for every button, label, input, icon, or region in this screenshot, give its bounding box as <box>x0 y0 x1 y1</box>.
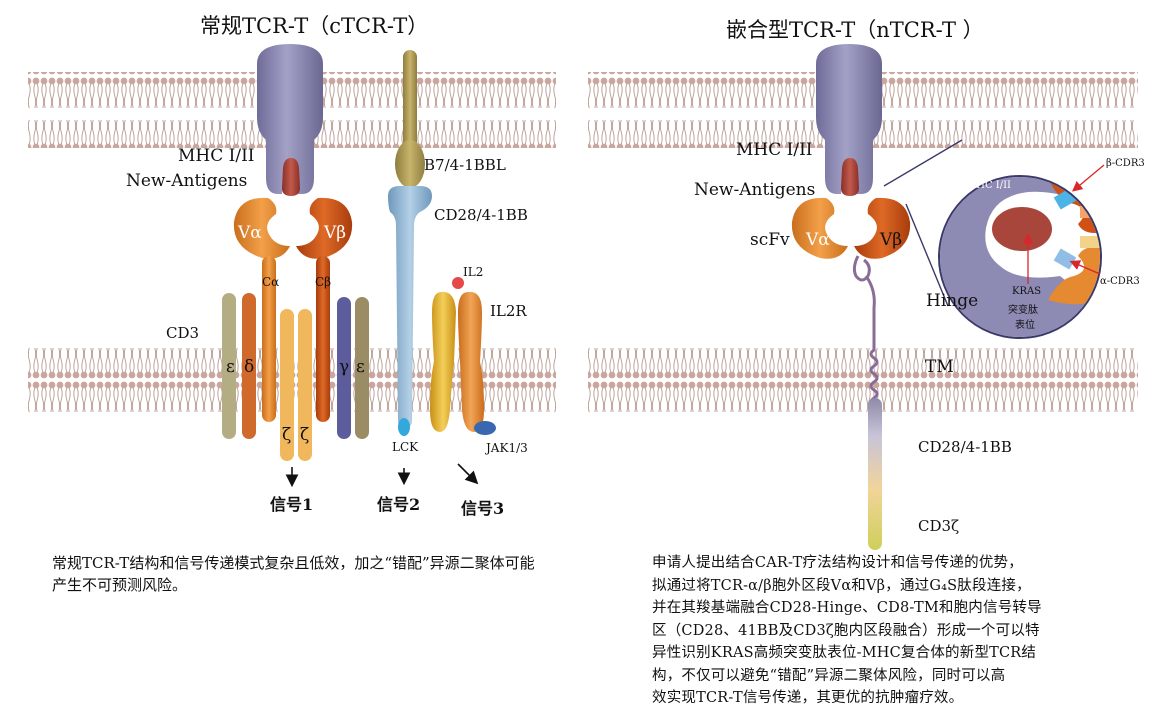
label-mhc-left: MHC I/II <box>178 146 255 166</box>
label-il2r: IL2R <box>490 302 527 320</box>
label-scfv: scFv <box>750 230 790 250</box>
cd3-gamma-chain <box>337 297 351 439</box>
inset-label-mhc: MHC I/II <box>966 180 1012 191</box>
description-line: 并在其羧基端融合CD28-Hinge、CD8-TM和胞内信号转导 <box>652 600 1042 616</box>
label-il2: IL2 <box>463 265 484 279</box>
jak-kinase <box>474 421 496 435</box>
cd3-epsilon-chain-1 <box>222 293 236 439</box>
hinge-linker <box>864 275 876 345</box>
lck-kinase <box>398 418 410 436</box>
peptide-right <box>841 158 859 196</box>
label-gamma: γ <box>339 357 350 377</box>
mhc-molecule-right <box>816 44 882 194</box>
label-signal-2: 信号2 <box>377 495 421 514</box>
signal-3-arrow <box>457 463 479 485</box>
label-cd28-left: CD28/4-1BB <box>434 206 528 224</box>
v-beta-domain-right <box>854 197 911 259</box>
alpha-cdr3-pointer-arrow <box>1069 260 1101 275</box>
v-alpha-domain-right <box>791 197 848 259</box>
left-panel-title: 常规TCR-T（cTCR-T） <box>200 14 429 38</box>
description-line: 申请人提出结合CAR-T疗法结构设计和信号传递的优势， <box>652 555 1023 571</box>
label-hinge: Hinge <box>926 291 979 311</box>
label-zeta-2: ζ <box>300 425 310 445</box>
cd3-zeta-chain-2 <box>298 309 312 461</box>
label-c-beta: Cβ <box>315 275 332 289</box>
label-signal-3: 信号3 <box>461 499 505 518</box>
label-cd28-right: CD28/4-1BB <box>918 438 1012 456</box>
label-signal-1: 信号1 <box>270 495 314 514</box>
intracellular-signaling-domain <box>868 398 882 550</box>
description-line: 效实现TCR-T信号传递，其更优的抗肿瘤疗效。 <box>652 690 964 706</box>
c-alpha-chain <box>262 256 276 422</box>
label-new-antigens-left: New-Antigens <box>126 171 248 191</box>
peptide-left <box>282 158 300 196</box>
g4s-linker <box>852 255 871 282</box>
inset-kras-peptide <box>992 207 1052 251</box>
beta-cdr3-pointer-arrow <box>1072 164 1105 192</box>
label-lck: LCK <box>392 440 419 454</box>
label-mhc-right: MHC I/II <box>736 140 813 160</box>
description-line: 区（CD28、41BB及CD3ζ胞内区段融合）形成一个可以特 <box>652 622 1040 639</box>
mhc-molecule-left <box>257 44 323 194</box>
left-caption: 常规TCR-T结构和信号传递模式复杂且低效，加之“错配”异源二聚体可能产生不可预… <box>52 554 535 594</box>
label-c-alpha: Cα <box>262 275 280 289</box>
label-zeta-1: ζ <box>282 425 292 445</box>
description-line: 异性识别KRAS高频突变肽表位-MHC复合体的新型TCR结 <box>652 645 1037 661</box>
inset-callout-line-top <box>883 139 963 187</box>
inset-mhc <box>940 177 1090 337</box>
inset-label-beta-cdr3: β-CDR3 <box>1106 158 1145 169</box>
cd3-zeta-chain-1 <box>280 309 294 461</box>
tm-domain <box>869 345 879 409</box>
inset-label-alpha-cdr3: α-CDR3 <box>1100 276 1140 287</box>
b7-ligand <box>395 50 425 188</box>
label-v-beta-right: Vβ <box>880 230 903 250</box>
label-epsilon-2: ε <box>356 357 365 377</box>
label-cd3: CD3 <box>166 324 200 342</box>
v-alpha-domain-left <box>233 197 290 259</box>
right-panel-title: 嵌合型TCR-T（nTCR-T ） <box>726 18 984 42</box>
inset-callout-line-bottom <box>905 203 949 307</box>
il2-ligand <box>452 277 464 289</box>
label-jak: JAK1/3 <box>486 441 528 455</box>
right-description: 申请人提出结合CAR-T疗法结构设计和信号传递的优势， 拟通过将TCR-α/β胞… <box>652 552 1152 710</box>
description-line: 构，不仅可以避免“错配”异源二聚体风险，同时可以高 <box>652 667 1006 684</box>
label-v-alpha-right: Vα <box>806 230 830 250</box>
inset-label-kras-1: KRAS <box>1012 286 1042 297</box>
v-beta-domain-left <box>296 197 353 259</box>
label-v-alpha-left: Vα <box>238 223 262 243</box>
inset-chain-stripe-2 <box>1080 236 1100 248</box>
description-line: 拟通过将TCR-α/β胞外区段Vα和Vβ，通过G₄S肽段连接， <box>652 577 1031 594</box>
cd3-epsilon-chain-2 <box>355 297 369 439</box>
cd3-delta-chain <box>242 293 256 439</box>
label-tm: TM <box>925 357 954 377</box>
label-b7: B7/4-1BBL <box>424 156 506 174</box>
il2-receptor <box>430 291 484 432</box>
inset-label-kras-2: 突变肽 <box>1008 305 1038 316</box>
label-cd3z: CD3ζ <box>918 517 960 535</box>
cd28-receptor <box>388 186 432 428</box>
bottom-membrane-right <box>588 345 1138 421</box>
label-v-beta-left: Vβ <box>324 223 347 243</box>
label-delta: δ <box>244 357 255 377</box>
inset-label-kras-3: 表位 <box>1015 320 1035 331</box>
label-epsilon-1: ε <box>226 357 235 377</box>
label-new-antigens-right: New-Antigens <box>694 180 816 200</box>
c-beta-chain <box>316 256 330 422</box>
